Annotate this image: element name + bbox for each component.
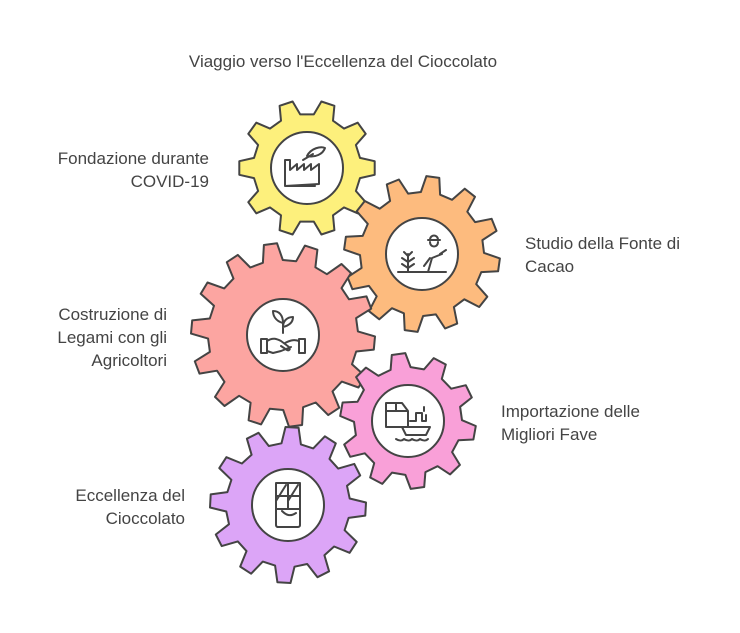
gear-hub	[246, 298, 320, 372]
gear-step-2	[343, 175, 501, 333]
label-step-3: Costruzione di Legami con gli Agricoltor…	[57, 303, 167, 372]
handshake-sprout-icon	[260, 310, 306, 354]
gear-step-1	[238, 100, 376, 236]
label-step-5: Eccellenza del Cioccolato	[75, 484, 185, 530]
diagram-title: Viaggio verso l'Eccellenza del Cioccolat…	[188, 52, 498, 71]
label-line: Fondazione durante	[57, 149, 209, 168]
label-line: Importazione delle	[501, 402, 640, 421]
gear-step-4	[339, 352, 477, 490]
gear-step-5	[209, 426, 367, 584]
label-line: COVID-19	[130, 172, 209, 191]
chocolate-bar-icon	[275, 482, 301, 528]
label-line: Eccellenza del	[75, 486, 185, 505]
gear-step-3	[190, 242, 376, 428]
gear-hub	[385, 217, 459, 291]
label-line: Agricoltori	[91, 351, 167, 370]
label-line: Cioccolato	[105, 509, 185, 528]
label-line: Migliori Fave	[501, 425, 598, 444]
label-line: Legami con gli	[57, 328, 167, 347]
farmer-plant-icon	[397, 234, 447, 273]
label-line: Studio della Fonte di	[525, 234, 680, 253]
label-step-2: Studio della Fonte di Cacao	[525, 232, 680, 278]
factory-leaf-icon	[284, 146, 326, 187]
label-line: Costruzione di	[58, 305, 167, 324]
label-step-1: Fondazione durante COVID-19	[58, 147, 209, 193]
label-line: Cacao	[525, 257, 575, 276]
label-step-4: Importazione delle Migliori Fave	[501, 400, 640, 446]
ship-cargo-icon	[385, 402, 431, 442]
